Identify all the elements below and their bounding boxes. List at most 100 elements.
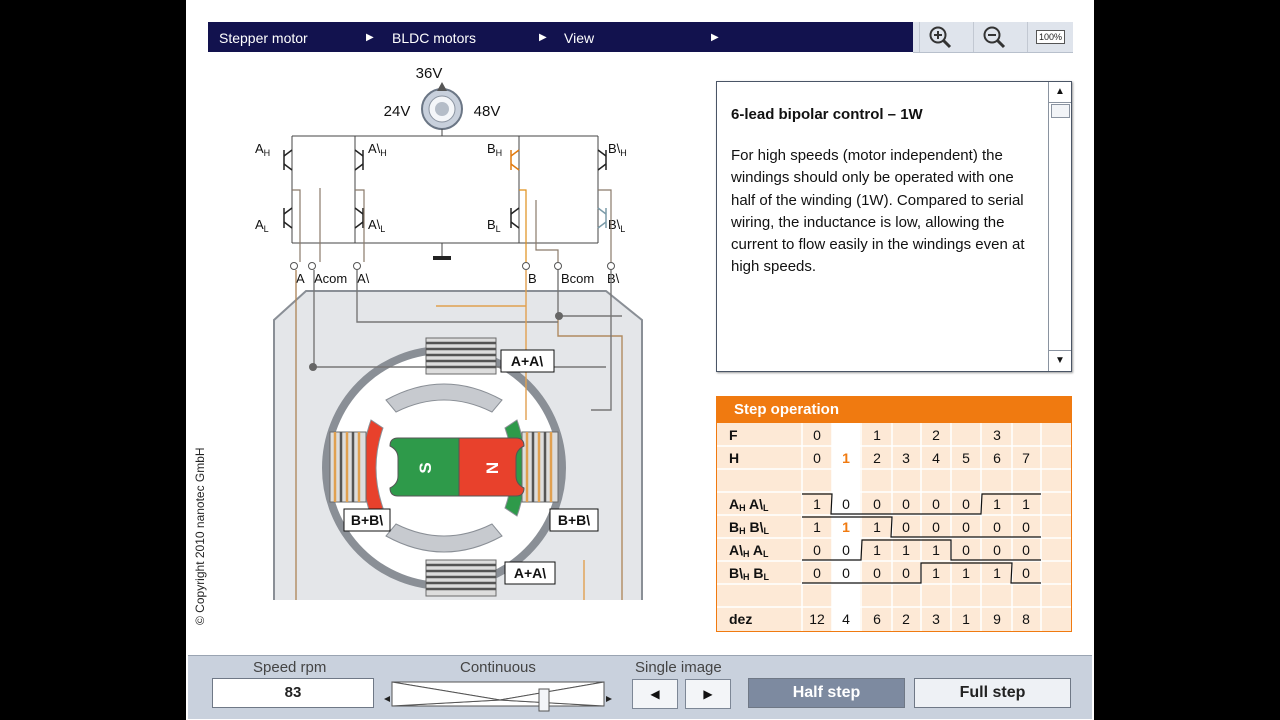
coil-bottom [425, 559, 497, 597]
next-icon: ▶ [703, 687, 713, 701]
magnet-n-label: N [483, 462, 502, 474]
panel-title: 6-lead bipolar control – 1W [731, 106, 923, 123]
label-ah-sub: H [264, 148, 271, 158]
app-stage: Stepper motor ▶ BLDC motors ▶ View ▶ 100… [186, 0, 1094, 720]
nav-arrow-icon: ▶ [366, 32, 374, 43]
magnet-s-label: S [416, 462, 435, 473]
panel-scrollbar[interactable]: ▲ ▼ [1048, 82, 1071, 371]
step-waveform [802, 539, 1041, 561]
voltage-36v-label: 36V [416, 65, 443, 82]
step-bit: 1 [962, 565, 970, 581]
step-bit: 0 [873, 565, 881, 581]
step-bit: 1 [813, 496, 821, 512]
speed-input[interactable]: 83 [212, 678, 374, 708]
label-anl-sub: L [380, 224, 385, 234]
h-value: 5 [962, 450, 970, 466]
step-bit: 0 [873, 496, 881, 512]
winding-label-bottom: A+A\ [504, 561, 556, 585]
zoom-in-icon [929, 26, 952, 49]
zoom-out-button[interactable] [973, 22, 1014, 52]
label-anh: A\ [368, 141, 381, 156]
terminal-b: B [528, 271, 537, 286]
nav-bldc-motors[interactable]: BLDC motors [392, 30, 477, 46]
step-bit: 0 [842, 496, 850, 512]
svg-text:B+B\: B+B\ [558, 512, 590, 528]
nav-view[interactable]: View [564, 30, 595, 46]
step-bit: 0 [932, 519, 940, 535]
winding-label-top: A+A\ [500, 349, 555, 373]
f-value: 2 [932, 427, 940, 443]
svg-text:A\L: A\L [368, 217, 385, 234]
svg-text:AL: AL [255, 217, 269, 234]
step-bit: 0 [993, 519, 1001, 535]
step-bit: 1 [842, 519, 850, 535]
half-step-button[interactable]: Half step [748, 678, 905, 708]
svg-text:B\H: B\H [608, 141, 627, 158]
terminal-acom: Acom [314, 271, 347, 286]
h-value: 0 [813, 450, 821, 466]
dez-value: 8 [1022, 611, 1030, 627]
winding-label-right: B+B\ [549, 508, 599, 532]
h-value: 3 [902, 450, 910, 466]
voltage-knob[interactable] [421, 82, 463, 130]
prev-icon: ◀ [650, 687, 660, 701]
label-bnh-sub: H [620, 148, 627, 158]
nav-arrow-icon: ▶ [539, 32, 547, 43]
label-bnh: B\ [608, 141, 621, 156]
label-bh-sub: H [496, 148, 503, 158]
dez-value: 2 [902, 611, 910, 627]
step-bit: 0 [1022, 519, 1030, 535]
next-frame-button[interactable]: ▶ [685, 679, 731, 709]
prev-frame-button[interactable]: ◀ [632, 679, 678, 709]
step-bit: 0 [842, 542, 850, 558]
zoom-out-icon [983, 26, 1006, 49]
f-value: 0 [813, 427, 821, 443]
nav-stepper-motor[interactable]: Stepper motor [219, 30, 308, 46]
dez-value: 12 [809, 611, 825, 627]
svg-text:A+A\: A+A\ [514, 565, 546, 581]
coil-right [521, 431, 559, 503]
step-bit: 1 [813, 519, 821, 535]
scroll-up-icon[interactable]: ▲ [1049, 82, 1071, 103]
voltage-48v-label: 48V [474, 103, 501, 120]
zoom-reset-button[interactable]: 100% [1027, 22, 1073, 52]
h-value: 7 [1022, 450, 1030, 466]
step-bit: 0 [902, 519, 910, 535]
scroll-thumb[interactable] [1051, 104, 1070, 118]
h-value: 4 [932, 450, 940, 466]
svg-text:BL: BL [487, 217, 501, 234]
svg-text:BH: BH [487, 141, 502, 158]
h-value: 2 [873, 450, 881, 466]
label-al: A [255, 217, 264, 232]
slider-thumb[interactable] [538, 688, 550, 712]
terminal-a: A [296, 271, 305, 286]
step-title: Step operation [717, 397, 1071, 423]
step-bit: 1 [1022, 496, 1030, 512]
continuous-label: Continuous [460, 659, 536, 676]
transistor-group [283, 149, 607, 229]
row-label-ah-anl: AH A\L [729, 496, 769, 513]
terminal-anot: A\ [357, 271, 370, 286]
row-label-dez: dez [729, 611, 752, 627]
speed-slider[interactable] [384, 676, 618, 712]
step-bit: 1 [993, 496, 1001, 512]
dez-value: 4 [842, 611, 850, 627]
row-label-bh-bnl: BH B\L [729, 519, 770, 536]
step-waveform [802, 493, 1041, 515]
step-bit: 0 [1022, 565, 1030, 581]
h-value: 1 [842, 450, 850, 466]
dez-value: 3 [932, 611, 940, 627]
motor-diagram: 36V 24V 48V [255, 65, 643, 600]
svg-text:B+B\: B+B\ [351, 512, 383, 528]
f-value: 3 [993, 427, 1001, 443]
step-bit: 0 [1022, 542, 1030, 558]
step-bit: 0 [902, 565, 910, 581]
full-step-button[interactable]: Full step [914, 678, 1071, 708]
row-label-anh-al: A\H AL [729, 542, 769, 559]
label-anh-sub: H [380, 148, 387, 158]
step-bit: 0 [813, 565, 821, 581]
label-bnl-sub: L [620, 224, 625, 234]
zoom-in-button[interactable] [919, 22, 960, 52]
scroll-down-icon[interactable]: ▼ [1049, 350, 1071, 371]
